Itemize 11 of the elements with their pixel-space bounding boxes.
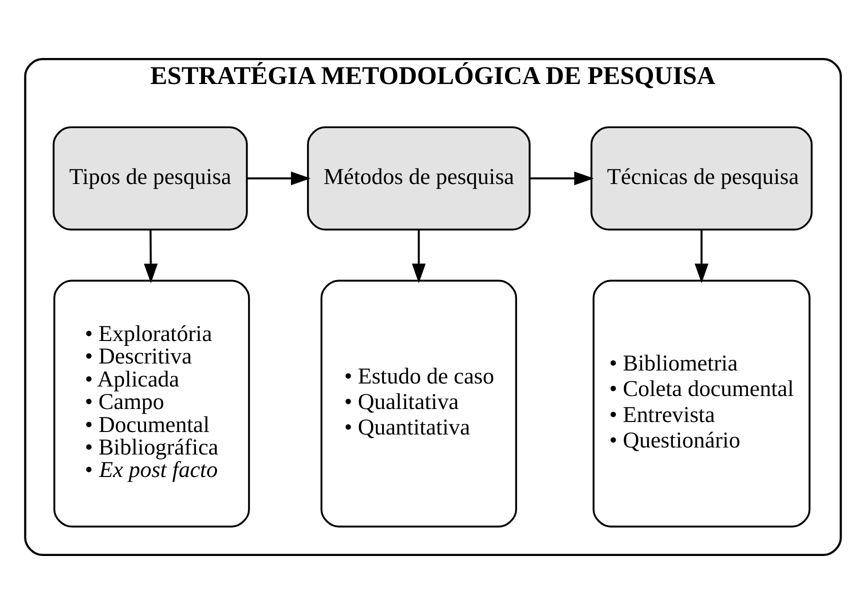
node-box: • Estudo de caso • Qualitativa • Quantitativa — [320, 280, 518, 528]
arrow — [694, 230, 708, 284]
arrow — [412, 230, 426, 284]
node-box: • Bibliometria • Coleta documental • Entrevista • Questionário — [592, 280, 810, 528]
arrow — [247, 172, 311, 186]
arrow — [144, 230, 158, 284]
node-box: Tipos de pesquisa — [52, 126, 248, 230]
node-box: Métodos de pesquisa — [307, 126, 531, 230]
arrow — [530, 172, 594, 186]
node-box: • Exploratória • Descritiva • Aplicada • Campo • Documental • Bibliográfica • Ex post facto — [53, 280, 250, 528]
node-box: Técnicas de pesquisa — [590, 126, 813, 230]
